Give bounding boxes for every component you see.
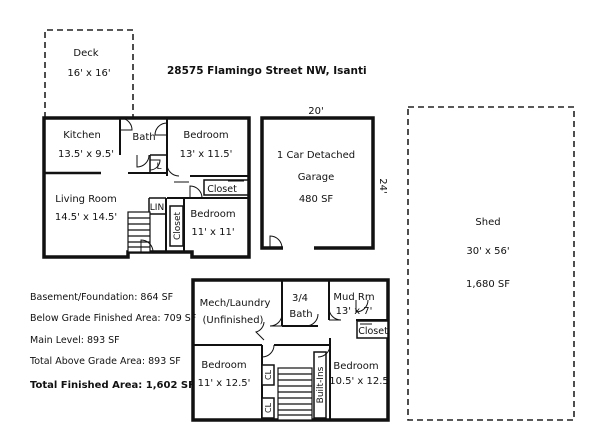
bedroom1-size: 13' x 11.5': [180, 149, 233, 160]
summary-total-finished: Total Finished Area: 1,602 SF: [30, 380, 195, 391]
living-room-label: Living Room: [55, 194, 116, 205]
builtins-cabinet: [313, 351, 327, 419]
bath34-line2: Bath: [289, 309, 312, 320]
basement-closet-label: Closet: [358, 326, 388, 337]
mech-line1: Mech/Laundry: [200, 298, 271, 309]
closet-vertical: [169, 205, 184, 247]
deck-label: Deck: [73, 48, 98, 59]
bedroom-right-size: 10.5' x 12.5: [329, 376, 389, 387]
main-stairs: [127, 211, 151, 253]
deck: Deck 16' x 16': [44, 29, 134, 118]
summary-total-above: Total Above Grade Area: 893 SF: [29, 356, 181, 367]
cl-label-2: CL: [264, 402, 273, 413]
closet-horizontal-label: Closet: [207, 184, 237, 195]
bedroom1-label: Bedroom: [183, 130, 228, 141]
basement-closet: [356, 320, 389, 339]
builtins-label: Built-Ins: [316, 366, 326, 403]
shed: Shed 30' x 56' 1,680 SF: [407, 106, 575, 421]
garage-line1: 1 Car Detached: [277, 150, 355, 161]
garage-width: 20': [308, 106, 323, 117]
garage-area: 480 SF: [299, 194, 334, 205]
garage-depth: 24': [377, 178, 388, 193]
deck-size: 16' x 16': [67, 68, 110, 79]
mudroom-label: Mud Rm: [333, 292, 374, 303]
shed-label: Shed: [475, 217, 500, 228]
cl-label-1: CL: [264, 369, 273, 380]
shed-size: 30' x 56': [466, 246, 509, 257]
closet-horizontal: [203, 179, 249, 196]
bedroom-right-label: Bedroom: [333, 361, 378, 372]
garage-line2: Garage: [298, 172, 335, 183]
basement-stairs: [277, 367, 313, 421]
kitchen-size: 13.5' x 9.5': [58, 149, 114, 160]
l-mark: L: [156, 162, 161, 172]
lin-label: LIN: [150, 203, 164, 213]
summary-basement: Basement/Foundation: 864 SF: [30, 292, 173, 303]
basement-level: Mech/Laundry (Unfinished) 3/4 Bath Mud R…: [191, 278, 390, 422]
shed-area: 1,680 SF: [466, 279, 510, 290]
mech-line2: (Unfinished): [203, 315, 264, 326]
cl-box-1: [261, 364, 275, 386]
kitchen-label: Kitchen: [63, 130, 101, 141]
property-title: 28575 Flamingo Street NW, Isanti: [167, 65, 367, 77]
area-summary: Basement/Foundation: 864 SF Below Grade …: [29, 292, 196, 391]
living-room-size: 14.5' x 14.5': [55, 212, 117, 223]
bath-label: Bath: [132, 132, 155, 143]
cl-box-2: [261, 397, 275, 419]
bedroom-left-label: Bedroom: [201, 360, 246, 371]
mudroom-size: 13' x 7': [336, 306, 373, 317]
bedroom2-size: 11' x 11': [191, 227, 234, 238]
bedroom2-label: Bedroom: [190, 209, 235, 220]
summary-below-grade: Below Grade Finished Area: 709 SF: [30, 313, 196, 324]
main-level: Kitchen 13.5' x 9.5' Bath Bedroom 13' x …: [42, 116, 251, 259]
closet-vertical-label: Closet: [173, 212, 183, 241]
garage: 20' 24' 1 Car Detached Garage 480 SF: [260, 106, 388, 250]
bath34-line1: 3/4: [292, 293, 308, 304]
summary-main-level: Main Level: 893 SF: [30, 335, 120, 346]
bedroom-left-size: 11' x 12.5': [198, 378, 251, 389]
